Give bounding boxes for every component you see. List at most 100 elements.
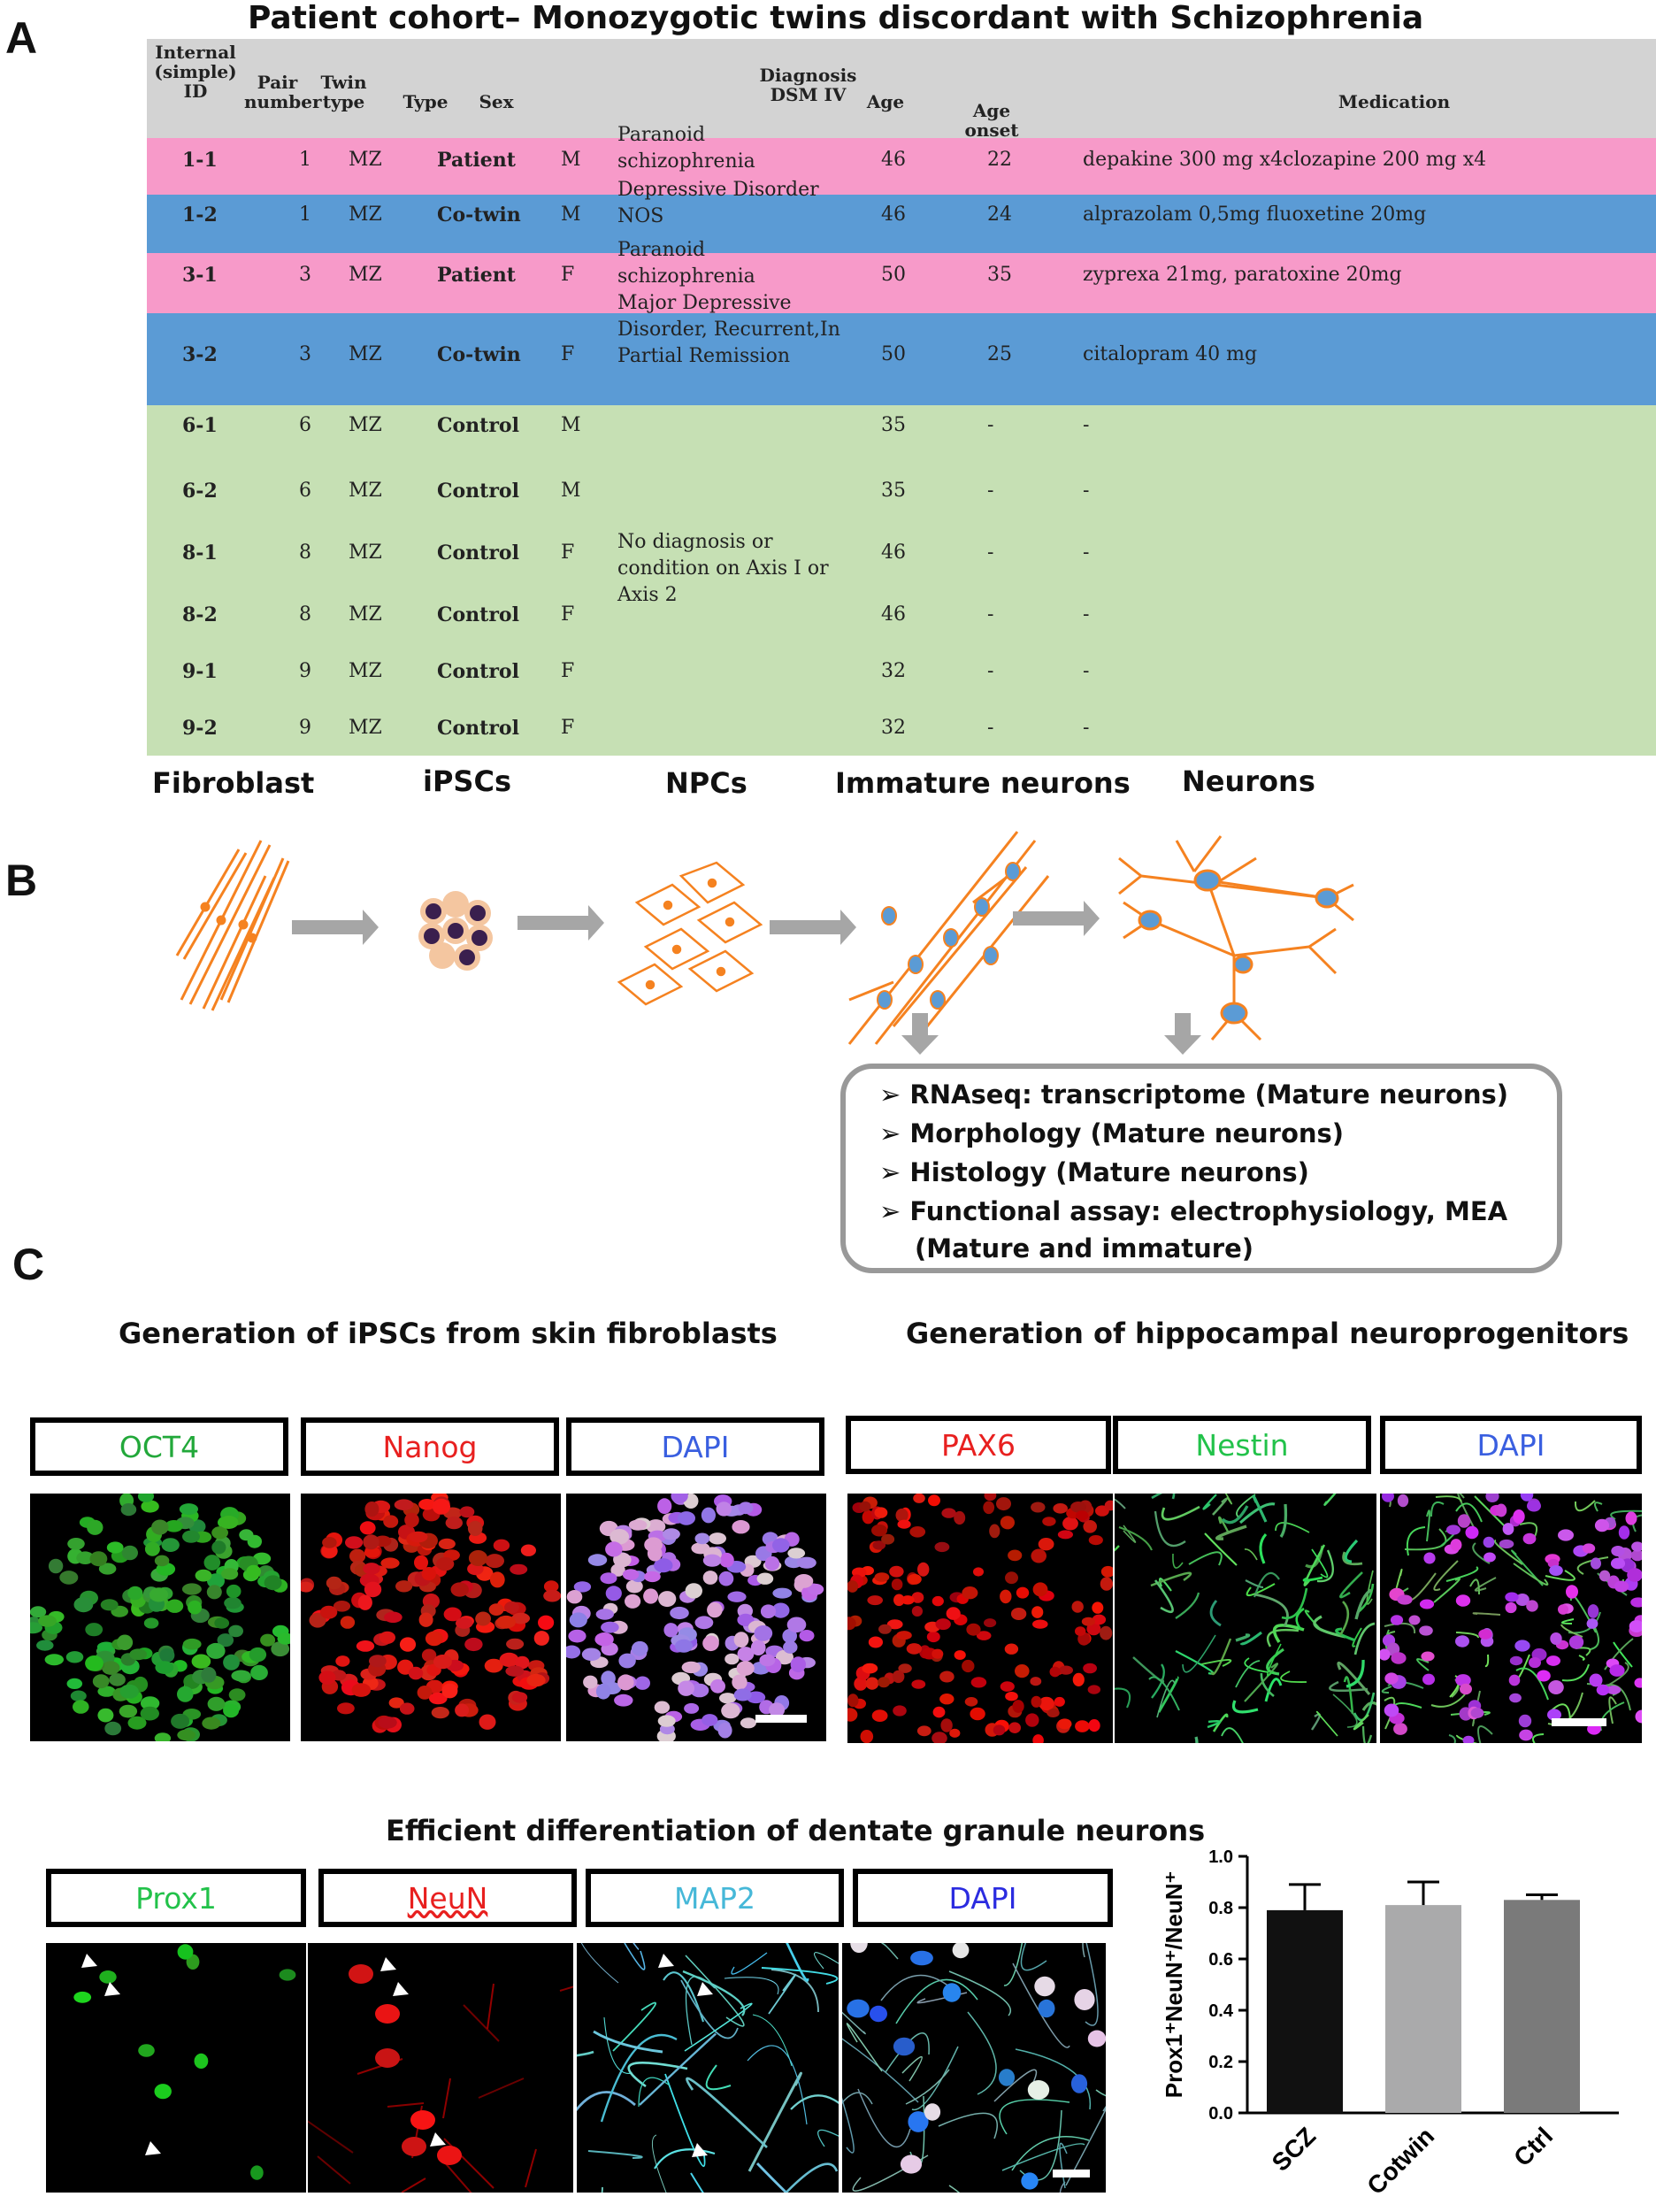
analysis-item-5: (Mature and immature): [915, 1233, 1254, 1263]
cell-diagnosis: Depressive Disorder NOS: [617, 179, 819, 227]
micrograph-dapi-npc: [1380, 1494, 1642, 1743]
scale-bar: [1552, 1718, 1606, 1726]
cell-id: 6-2: [182, 480, 218, 503]
ipsc-cluster-icon: [418, 891, 493, 971]
flow-illustration: [175, 831, 1354, 1055]
cell-sex: M: [561, 414, 581, 436]
cell-id: 9-2: [182, 717, 218, 740]
cell-pair: 1: [299, 149, 311, 171]
label-prox1: Prox1: [46, 1869, 306, 1927]
arrowhead-marker: [430, 2132, 446, 2147]
y-tick-label: 0.8: [1208, 1899, 1233, 1918]
cell-pair: 8: [299, 541, 311, 564]
ipsc-section-title: Generation of iPSCs from skin fibroblast…: [119, 1317, 778, 1350]
label-dapi-ipsc: DAPI: [566, 1417, 824, 1476]
cell-med: -: [1083, 603, 1090, 626]
label-pax6: PAX6: [846, 1416, 1111, 1474]
cell-twin: MZ: [349, 264, 382, 286]
cell-pair: 3: [299, 264, 311, 286]
label-oct4: OCT4: [30, 1417, 288, 1476]
cell-med: -: [1083, 660, 1090, 682]
x-tick-label: SCZ: [1267, 2122, 1322, 2177]
table-row-band: [147, 710, 1656, 756]
cell-pair: 8: [299, 603, 311, 626]
cell-age: 50: [881, 264, 906, 286]
cell-twin: MZ: [349, 603, 382, 626]
stage-label-ipscs: iPSCs: [423, 764, 511, 798]
panel-label-b: B: [5, 856, 38, 905]
x-tick-label: Ctrl: [1508, 2122, 1558, 2171]
immature-neuron-nuclei: [877, 862, 1021, 1010]
panel-label-c: C: [12, 1240, 45, 1289]
cell-med: depakine 300 mg x4clozapine 200 mg x4: [1083, 149, 1487, 171]
cell-type: Control: [437, 480, 519, 503]
y-axis-label: Prox1⁺NeuN⁺/NeuN⁺: [1161, 1871, 1187, 2098]
micrograph-oct4: [30, 1494, 290, 1741]
arrowhead-marker: [658, 1954, 674, 1968]
table-row-band: [147, 651, 1656, 710]
column-header-id: Internal (simple) ID: [154, 42, 237, 102]
micrograph-nestin: [1115, 1494, 1376, 1743]
cell-pair: 6: [299, 414, 311, 436]
cell-twin: MZ: [349, 149, 382, 171]
table-title: Patient cohort– Monozygotic twins discor…: [248, 0, 1424, 36]
y-tick-label: 0.4: [1208, 2001, 1234, 2021]
analysis-item-1: ➢ RNAseq: transcriptome (Mature neurons): [879, 1079, 1509, 1110]
npc-cells-icon: [617, 861, 763, 1006]
cell-twin: MZ: [349, 541, 382, 564]
cell-age: 35: [881, 480, 906, 502]
cell-diagnosis: Paranoid schizophrenia: [617, 124, 755, 173]
cell-age: 50: [881, 343, 906, 365]
arrowhead-marker: [104, 1982, 120, 1996]
cell-type: Patient: [437, 149, 516, 172]
cell-onset: -: [987, 541, 994, 564]
y-tick-label: 0.0: [1208, 2104, 1233, 2124]
cell-med: citalopram 40 mg: [1083, 343, 1258, 365]
panel-label-a: A: [5, 13, 38, 63]
cell-med: -: [1083, 717, 1090, 739]
down-arrow-mature: [1164, 1013, 1201, 1055]
column-header-type: Type: [402, 91, 448, 112]
cell-med: zyprexa 21mg, paratoxine 20mg: [1083, 264, 1402, 286]
cell-age: 46: [881, 603, 906, 626]
arrowhead-marker: [81, 1954, 97, 1968]
cell-diagnosis: Paranoid schizophrenia: [617, 239, 755, 288]
cell-type: Patient: [437, 264, 516, 287]
cell-sex: F: [561, 264, 575, 286]
table-row-band: [147, 195, 1656, 253]
column-header-pair: Pair number: [244, 72, 322, 112]
cell-id: 3-2: [182, 343, 218, 366]
flow-arrow-2: [518, 905, 604, 941]
analysis-box: ➢ RNAseq: transcriptome (Mature neurons)…: [840, 1064, 1562, 1273]
cell-med: alprazolam 0,5mg fluoxetine 20mg: [1083, 204, 1427, 226]
cell-pair: 3: [299, 343, 311, 365]
column-header-onset: Age onset: [964, 100, 1019, 141]
bullet-arrow-icon: ➢: [879, 1079, 901, 1110]
cell-onset: -: [987, 660, 994, 682]
cell-twin: MZ: [349, 204, 382, 226]
cell-age: 46: [881, 204, 906, 226]
cell-twin: MZ: [349, 717, 382, 739]
flow-arrow-1: [292, 910, 379, 945]
bar-scz: [1267, 1909, 1343, 2113]
cell-onset: -: [987, 414, 994, 436]
cell-age: 32: [881, 660, 906, 682]
analysis-item-3: ➢ Histology (Mature neurons): [879, 1157, 1309, 1187]
cell-type: Control: [437, 660, 519, 683]
column-header-sex: Sex: [479, 91, 514, 112]
analysis-item-4: ➢ Functional assay: electrophysiology, M…: [879, 1196, 1508, 1226]
column-header-age: Age: [866, 91, 905, 112]
table-row-band: [147, 313, 1656, 405]
cell-med: -: [1083, 480, 1090, 502]
table-header-band: [147, 39, 1656, 138]
cell-type: Control: [437, 603, 519, 626]
y-tick-label: 1.0: [1208, 1847, 1233, 1867]
scale-bar: [755, 1715, 807, 1723]
analysis-item-2: ➢ Morphology (Mature neurons): [879, 1118, 1345, 1148]
cell-sex: F: [561, 603, 575, 626]
stage-label-neurons: Neurons: [1182, 764, 1315, 798]
dg-section-title: Efficient differentiation of dentate gra…: [386, 1814, 1206, 1847]
column-header-twin: Twin type: [320, 72, 367, 112]
micrograph-nanog: [301, 1494, 561, 1741]
